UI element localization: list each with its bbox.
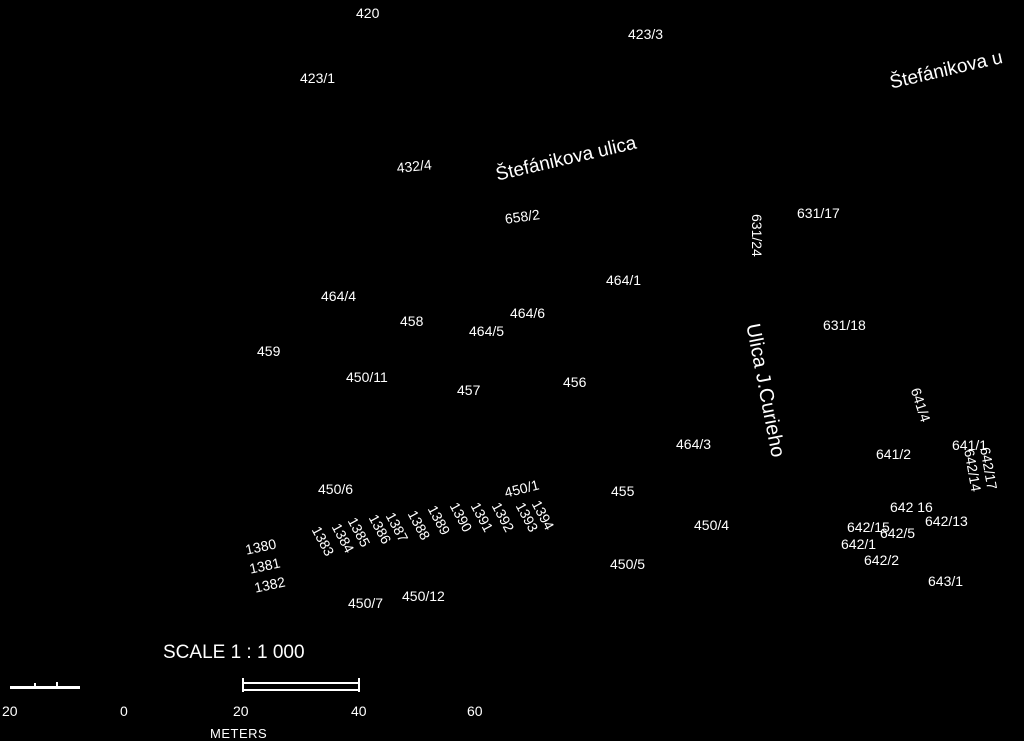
parcel-label: 631/24	[749, 214, 765, 257]
parcel-label: 464/3	[676, 436, 712, 452]
parcel-label: 457	[457, 382, 481, 398]
parcel-label: 450/11	[346, 369, 388, 385]
street-label-stefanikova: Štefánikova ulica	[493, 132, 639, 186]
scale-bar-large-bottom	[242, 689, 360, 691]
parcel-label: 642/15	[847, 519, 890, 535]
scale-bar-large-top	[242, 682, 360, 684]
parcel-label: 658/2	[503, 206, 541, 227]
parcel-label: 464/4	[321, 288, 357, 304]
parcel-label: 450/1	[502, 476, 541, 501]
parcel-label: 642/1	[841, 536, 877, 552]
scale-units: METERS	[210, 726, 268, 741]
parcel-label: 642/2	[864, 552, 900, 568]
scale-bar-large-left-end	[242, 678, 244, 692]
parcel-label: 455	[611, 483, 635, 499]
parcel-label: 464/5	[469, 323, 505, 339]
parcel-label: 423/1	[300, 70, 336, 86]
parcel-label: 641/1	[952, 437, 988, 453]
scale-tick-label: 20	[233, 703, 249, 719]
street-label-curieho: Ulica J.Curieho	[741, 321, 789, 460]
parcel-label: 450/4	[694, 517, 730, 533]
parcel-label: 1381	[247, 554, 282, 577]
scale-bar-small-tick	[34, 683, 36, 689]
parcel-label: 450/12	[402, 588, 445, 604]
parcel-label: 450/5	[610, 556, 646, 572]
street-label-stefanikova-east: Štefánikova u	[887, 47, 1005, 94]
parcel-label: 642/13	[925, 513, 968, 529]
parcel-label: 423/3	[628, 26, 664, 42]
scale-bar-small	[10, 686, 80, 689]
parcel-label: 1380	[243, 535, 278, 558]
parcel-label: 456	[563, 374, 587, 390]
parcel-label: 631/18	[823, 317, 866, 333]
scale-bar-small-tick	[56, 682, 58, 689]
parcel-label: 464/6	[510, 305, 546, 321]
parcel-label: 1382	[252, 573, 287, 596]
parcel-label: 642/5	[880, 525, 916, 541]
scale-tick-label: 0	[120, 703, 128, 719]
parcel-label: 1392	[488, 499, 518, 535]
scale-bar-large-right-end	[358, 678, 360, 692]
scale-title: SCALE 1 : 1 000	[163, 642, 305, 663]
parcel-label: 450/7	[348, 595, 384, 611]
parcel-label: 450/6	[318, 481, 354, 497]
parcel-label: 643/1	[928, 573, 964, 589]
parcel-label: 641/4	[907, 385, 934, 424]
parcel-label: 631/17	[797, 205, 840, 221]
parcel-label: 420	[356, 5, 380, 21]
parcel-label: 432/4	[395, 156, 433, 176]
scale-tick-label: 60	[467, 703, 483, 719]
parcel-label: 641/2	[876, 446, 912, 462]
parcel-label: 642 16	[890, 499, 933, 515]
parcel-label: 459	[257, 343, 281, 359]
scale-tick-label: 40	[351, 703, 367, 719]
scale-tick-label: 20	[2, 703, 18, 719]
parcel-label: 458	[400, 313, 424, 329]
parcel-label: 464/1	[606, 272, 642, 288]
